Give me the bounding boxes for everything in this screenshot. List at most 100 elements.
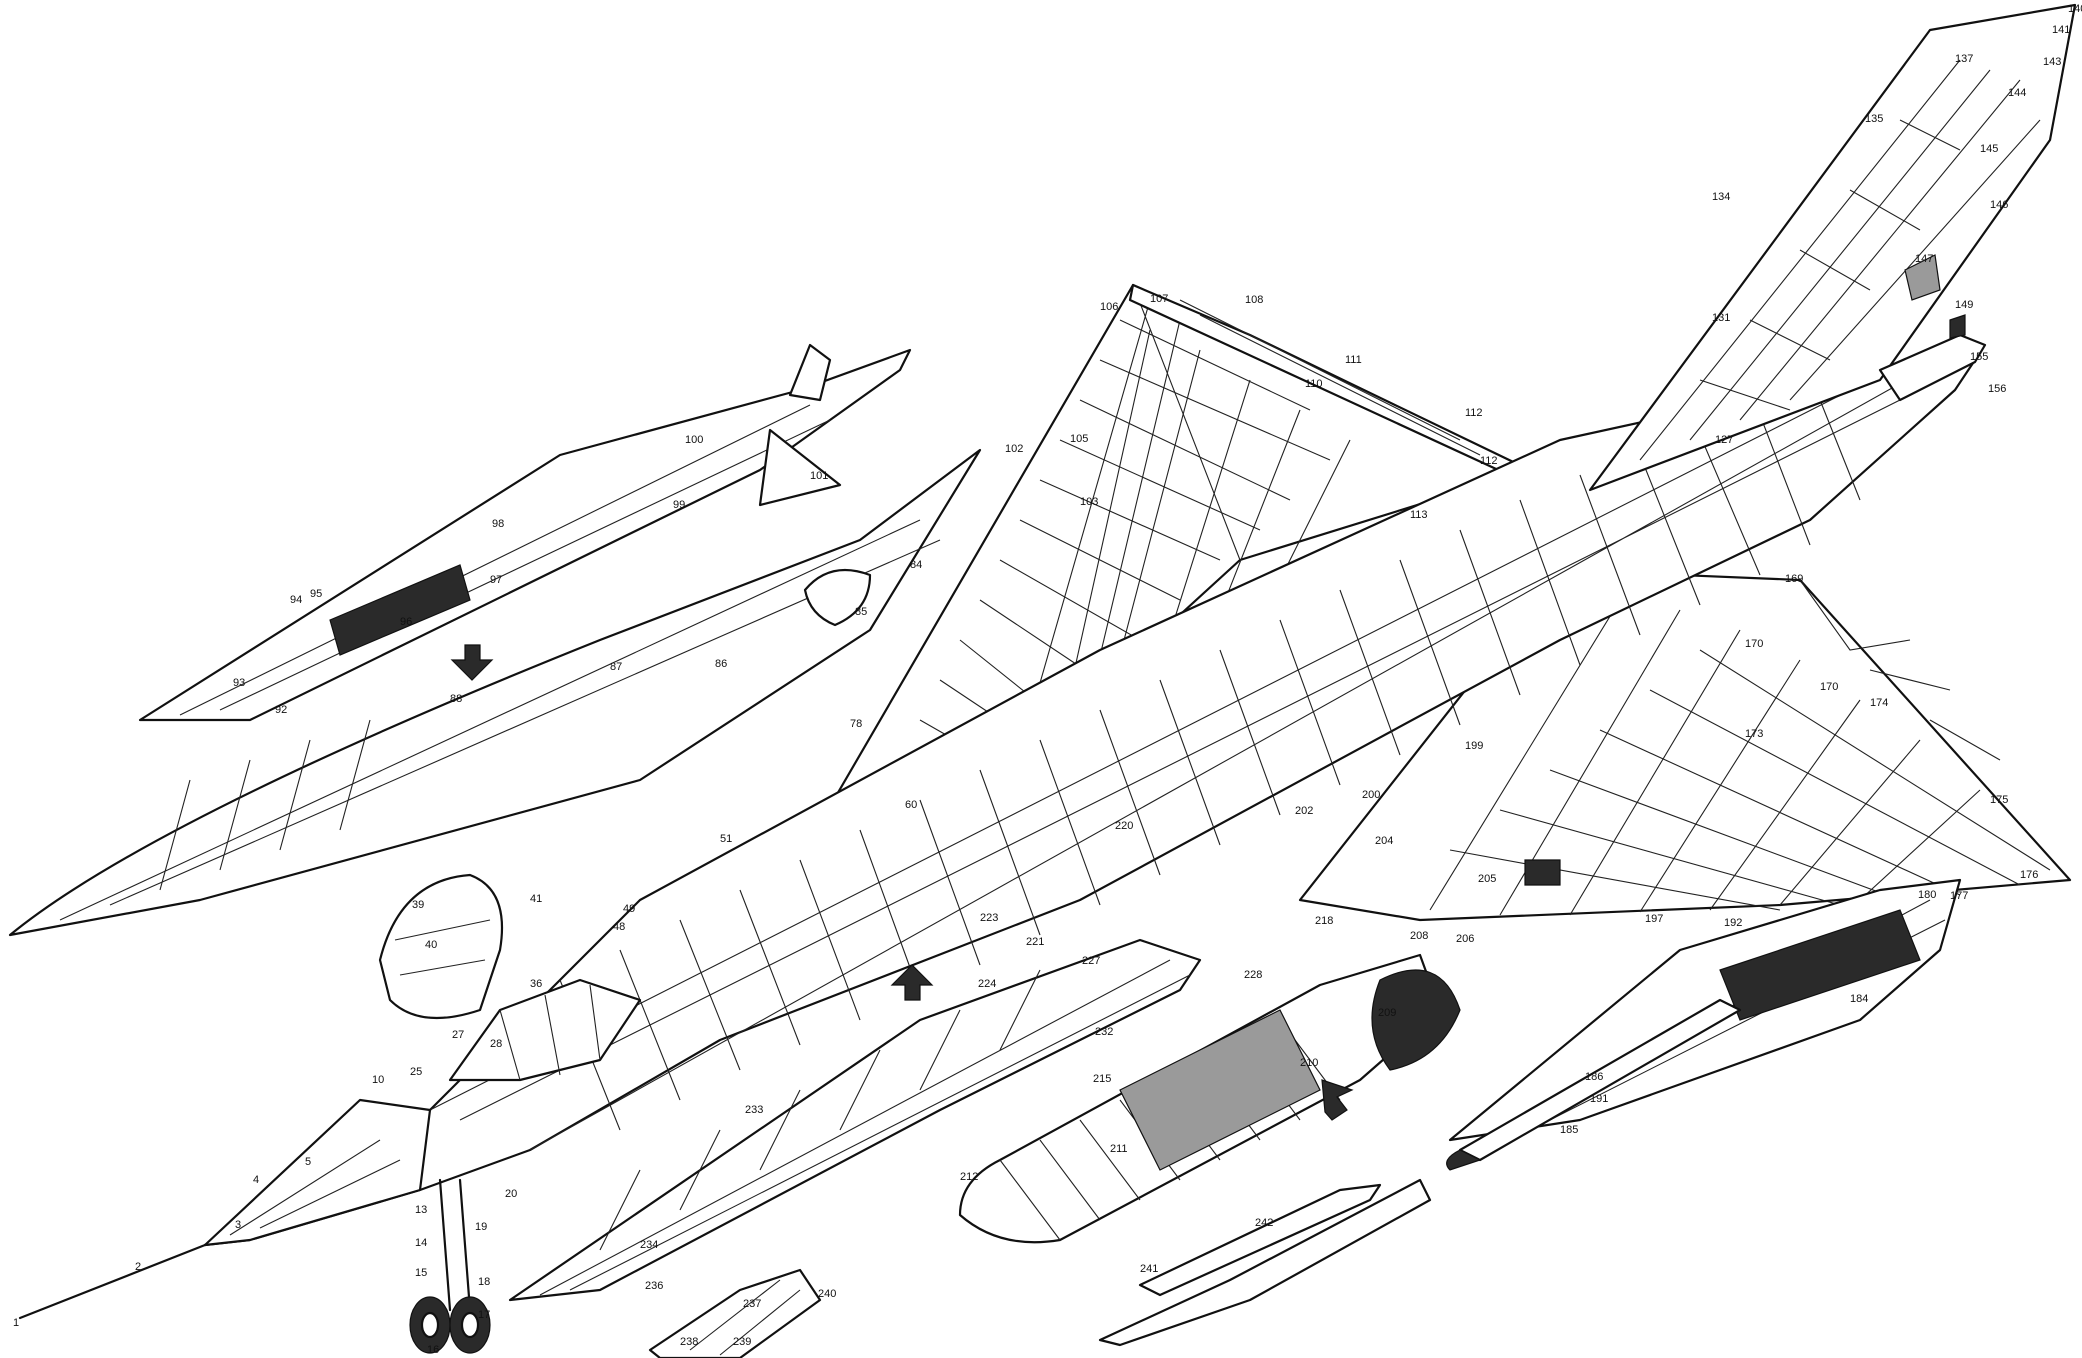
callout-number: 2: [135, 1261, 141, 1273]
callout-number: 14: [415, 1237, 427, 1249]
callout-number: 15: [415, 1267, 427, 1279]
callout-number: 146: [1990, 199, 2008, 211]
callout-number: 103: [1080, 496, 1098, 508]
callout-number: 112: [1480, 455, 1498, 467]
callout-number: 144: [2008, 87, 2026, 99]
callout-number: 180: [1918, 889, 1936, 901]
callout-number: 134: [1712, 191, 1730, 203]
callout-number: 88: [450, 693, 462, 705]
callout-number: 10: [372, 1074, 384, 1086]
callout-number: 108: [1245, 294, 1263, 306]
callout-number: 238: [680, 1336, 698, 1348]
callout-number: 94: [290, 594, 302, 606]
callout-number: 170: [1745, 638, 1763, 650]
callout-number: 28: [490, 1038, 502, 1050]
callout-number: 176: [2020, 869, 2038, 881]
callout-number: 131: [1712, 312, 1730, 324]
callout-number: 111: [1345, 354, 1362, 366]
callout-number: 86: [715, 658, 727, 670]
callout-number: 236: [645, 1280, 663, 1292]
callout-number: 232: [1095, 1026, 1113, 1038]
callout-number: 210: [1300, 1057, 1318, 1069]
callout-number: 241: [1140, 1263, 1158, 1275]
canopy-hatch: [378, 873, 504, 1020]
callout-number: 145: [1980, 143, 1998, 155]
callout-number: 84: [910, 559, 922, 571]
callout-number: 92: [275, 704, 287, 716]
callout-number: 127: [1715, 434, 1733, 446]
callout-number: 212: [960, 1171, 978, 1183]
callout-number: 173: [1745, 728, 1763, 740]
callout-number: 228: [1244, 969, 1262, 981]
callout-number: 20: [505, 1188, 517, 1200]
callout-number: 185: [1560, 1124, 1578, 1136]
direction-arrows: [450, 644, 1561, 1121]
small-missile: [1446, 998, 1742, 1171]
callout-number: 240: [818, 1288, 836, 1300]
callout-number: 218: [1315, 915, 1333, 927]
nose-landing-gear: [409, 1178, 491, 1354]
callout-number: 223: [980, 912, 998, 924]
callout-number: 3: [235, 1219, 241, 1231]
callout-number: 140: [2068, 3, 2082, 15]
callout-number: 237: [743, 1298, 761, 1310]
callout-number: 16: [427, 1344, 439, 1356]
ventral-fuel-tank: [508, 938, 1202, 1302]
callout-number: 141: [2052, 24, 2070, 36]
callout-number: 25: [410, 1066, 422, 1078]
callout-number: 17: [478, 1309, 490, 1321]
callout-number: 186: [1585, 1071, 1603, 1083]
callout-number: 105: [1070, 433, 1088, 445]
callout-number: 191: [1590, 1093, 1608, 1105]
callout-number: 208: [1410, 930, 1428, 942]
callout-number: 36: [530, 978, 542, 990]
callout-number: 110: [1305, 378, 1323, 390]
missile-pod: [138, 343, 912, 722]
callout-number: 192: [1724, 917, 1742, 929]
callout-number: 174: [1870, 697, 1888, 709]
callout-number: 19: [475, 1221, 487, 1233]
vertical-fin: [1588, 3, 2077, 492]
callout-number: 204: [1375, 835, 1393, 847]
callout-number: 184: [1850, 993, 1868, 1005]
callout-number: 39: [412, 899, 424, 911]
callout-number: 87: [610, 661, 622, 673]
callout-number: 227: [1082, 955, 1100, 967]
canopy: [448, 978, 642, 1082]
callout-number: 85: [855, 606, 867, 618]
callout-number: 221: [1026, 936, 1044, 948]
callout-number: 147: [1915, 253, 1933, 265]
callout-number: 41: [530, 893, 542, 905]
callout-number: 233: [745, 1104, 763, 1116]
callout-number: 113: [1410, 509, 1428, 521]
callout-number: 239: [733, 1336, 751, 1348]
callout-number: 199: [1465, 740, 1483, 752]
callout-number: 106: [1100, 301, 1118, 313]
callout-number: 220: [1115, 820, 1133, 832]
callout-number: 242: [1255, 1217, 1273, 1229]
upper-engine-nacelle: [8, 448, 982, 937]
callout-number: 211: [1110, 1143, 1128, 1155]
callout-number: 78: [850, 718, 862, 730]
callout-number: 101: [810, 470, 828, 482]
callout-number: 97: [490, 574, 502, 586]
callout-number: 177: [1950, 890, 1968, 902]
callout-number: 209: [1378, 1007, 1396, 1019]
callout-number: 143: [2043, 56, 2061, 68]
callout-number: 155: [1970, 351, 1988, 363]
callout-number: 13: [415, 1204, 427, 1216]
callout-number: 95: [310, 588, 322, 600]
main-engine: [958, 953, 1461, 1244]
callout-number: 40: [425, 939, 437, 951]
drop-tank: [1098, 1178, 1432, 1347]
callout-number: 98: [492, 518, 504, 530]
callout-number: 96: [400, 616, 412, 628]
callout-number: 1: [13, 1317, 19, 1329]
callout-number: 4: [253, 1174, 259, 1186]
callout-number: 93: [233, 677, 245, 689]
callout-number: 135: [1865, 113, 1883, 125]
callout-number: 234: [640, 1239, 658, 1251]
callout-number: 51: [720, 833, 732, 845]
callout-number: 49: [623, 903, 635, 915]
